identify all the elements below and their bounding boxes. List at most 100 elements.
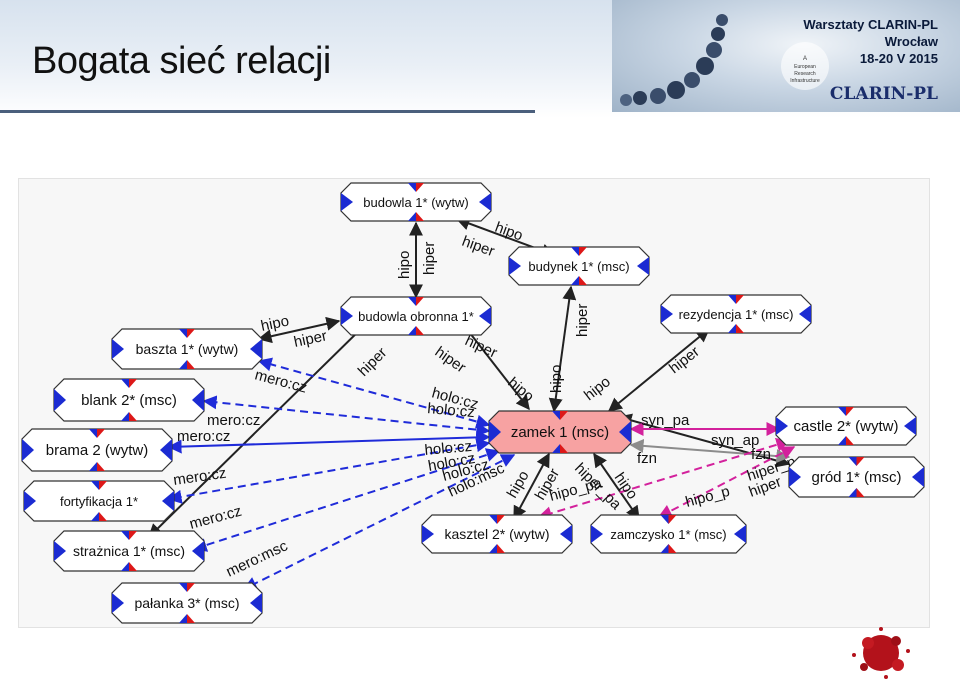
bottom-marker-red-icon (668, 544, 677, 553)
node-label: brama 2 (wytw) (46, 442, 149, 459)
top-marker-red-icon (97, 429, 105, 438)
bottom-marker-red-icon (579, 276, 587, 285)
left-marker-icon (509, 257, 521, 275)
bottom-marker-blue-icon (552, 444, 560, 453)
bottom-marker-blue-icon (728, 324, 736, 333)
clarin-logo: CLARIN-PL (829, 84, 938, 104)
title-underline (0, 110, 535, 113)
node-budynek[interactable]: budynek 1* (msc) (508, 246, 650, 286)
bottom-marker-red-icon (560, 444, 568, 453)
node-obronna[interactable]: budowla obronna 1* (340, 296, 492, 336)
top-marker-red-icon (416, 183, 424, 192)
top-marker-blue-icon (408, 183, 416, 192)
edge-rezydencja-zamek (607, 328, 711, 412)
node-kasztel[interactable]: kasztel 2* (wytw) (421, 514, 573, 554)
bottom-marker-blue-icon (848, 488, 857, 497)
right-marker-icon (162, 491, 174, 511)
right-marker-icon (479, 307, 491, 325)
node-label: castle 2* (wytw) (793, 418, 898, 435)
top-marker-red-icon (187, 583, 195, 592)
label-hiper: hiper (460, 233, 497, 260)
node-budowla[interactable]: budowla 1* (wytw) (340, 182, 492, 222)
bottom-marker-red-icon (187, 614, 195, 623)
bottom-marker-red-icon (129, 562, 137, 571)
top-marker-red-icon (187, 329, 195, 338)
right-marker-icon (192, 389, 204, 411)
bottom-marker-blue-icon (571, 276, 579, 285)
right-marker-icon (479, 193, 491, 211)
top-marker-red-icon (668, 515, 677, 524)
node-brama[interactable]: brama 2 (wytw) (21, 428, 173, 472)
label-hiper: hiper (432, 343, 469, 376)
label-syn-pa: syn_pa (641, 412, 690, 429)
node-straznica[interactable]: strażnica 1* (msc) (53, 530, 205, 572)
node-grod[interactable]: gród 1* (msc) (788, 456, 925, 498)
node-palanka[interactable]: pałanka 3* (msc) (111, 582, 263, 624)
node-label: strażnica 1* (msc) (73, 543, 185, 559)
bottom-marker-blue-icon (489, 544, 497, 553)
top-marker-red-icon (579, 247, 587, 256)
edge-zamek-blank (202, 395, 491, 437)
label-mero: mero:cz (177, 428, 230, 445)
top-marker-red-icon (736, 295, 744, 304)
node-label: baszta 1* (wytw) (136, 341, 239, 357)
bottom-marker-red-icon (736, 324, 744, 333)
banner-graphic: A European Research Infrastructure (620, 14, 829, 106)
node-label: gród 1* (msc) (811, 469, 901, 486)
top-marker-red-icon (856, 457, 865, 466)
label-fzn: fzn (751, 446, 771, 463)
node-label: budowla obronna 1* (358, 309, 474, 324)
node-zamek[interactable]: zamek 1 (msc) (488, 410, 632, 454)
node-label: budowla 1* (wytw) (363, 195, 469, 210)
bottom-marker-blue-icon (838, 436, 846, 445)
nodes: budowla 1* (wytw) budynek 1* (msc) budowla… (21, 182, 925, 624)
top-marker-blue-icon (848, 457, 857, 466)
top-marker-blue-icon (660, 515, 669, 524)
top-marker-blue-icon (408, 297, 416, 306)
right-marker-icon (619, 421, 631, 443)
bottom-marker-blue-icon (408, 212, 416, 221)
left-marker-icon (776, 417, 788, 435)
node-baszta[interactable]: baszta 1* (wytw) (111, 328, 263, 370)
label-hiper: hiper (574, 304, 591, 337)
bottom-marker-red-icon (99, 512, 107, 521)
top-marker-blue-icon (179, 583, 187, 592)
svg-text:A: A (803, 56, 807, 62)
top-marker-red-icon (129, 379, 137, 388)
node-zamczysko[interactable]: zamczysko 1* (msc) (590, 514, 747, 554)
label-mero: mero:cz (188, 503, 244, 533)
label-mero: mero:cz (207, 412, 260, 429)
node-rezydencja[interactable]: rezydencja 1* (msc) (660, 294, 812, 334)
svg-text:European: European (794, 64, 816, 70)
bottom-marker-red-icon (416, 212, 424, 221)
left-marker-icon (341, 193, 353, 211)
label-hipo: hipo (259, 312, 290, 335)
label-holo: holo:cz (424, 438, 473, 459)
bottom-marker-red-icon (856, 488, 865, 497)
graph-canvas: hipo hiper hipo hiper hiper hipo hipo hi… (21, 182, 925, 624)
top-marker-red-icon (99, 481, 107, 490)
label-mero-msc: mero:msc (224, 537, 291, 580)
bottom-marker-red-icon (187, 360, 195, 369)
right-marker-icon (560, 525, 572, 543)
node-label: rezydencja 1* (msc) (679, 307, 794, 322)
top-marker-blue-icon (179, 329, 187, 338)
right-marker-icon (637, 257, 649, 275)
svg-text:Infrastructure: Infrastructure (790, 78, 820, 84)
svg-text:Research: Research (794, 71, 816, 77)
label-hipo: hipo (504, 374, 537, 405)
dots-arc-icon (620, 14, 728, 106)
top-marker-blue-icon (89, 429, 97, 438)
label-hipo-p: hipo_p (684, 483, 732, 511)
node-castle[interactable]: castle 2* (wytw) (775, 406, 917, 446)
node-fortyfikacja[interactable]: fortyfikacja 1* (23, 480, 175, 522)
eu-stars-icon: A European Research Infrastructure (781, 42, 829, 90)
edge-zamek-palanka (242, 454, 516, 590)
label-hipo: hipo (504, 468, 533, 501)
left-marker-icon (341, 307, 353, 325)
bottom-marker-blue-icon (660, 544, 669, 553)
top-marker-blue-icon (552, 411, 560, 420)
node-blank[interactable]: blank 2* (msc) (53, 378, 205, 422)
bottom-marker-red-icon (97, 462, 105, 471)
right-marker-icon (799, 305, 811, 323)
